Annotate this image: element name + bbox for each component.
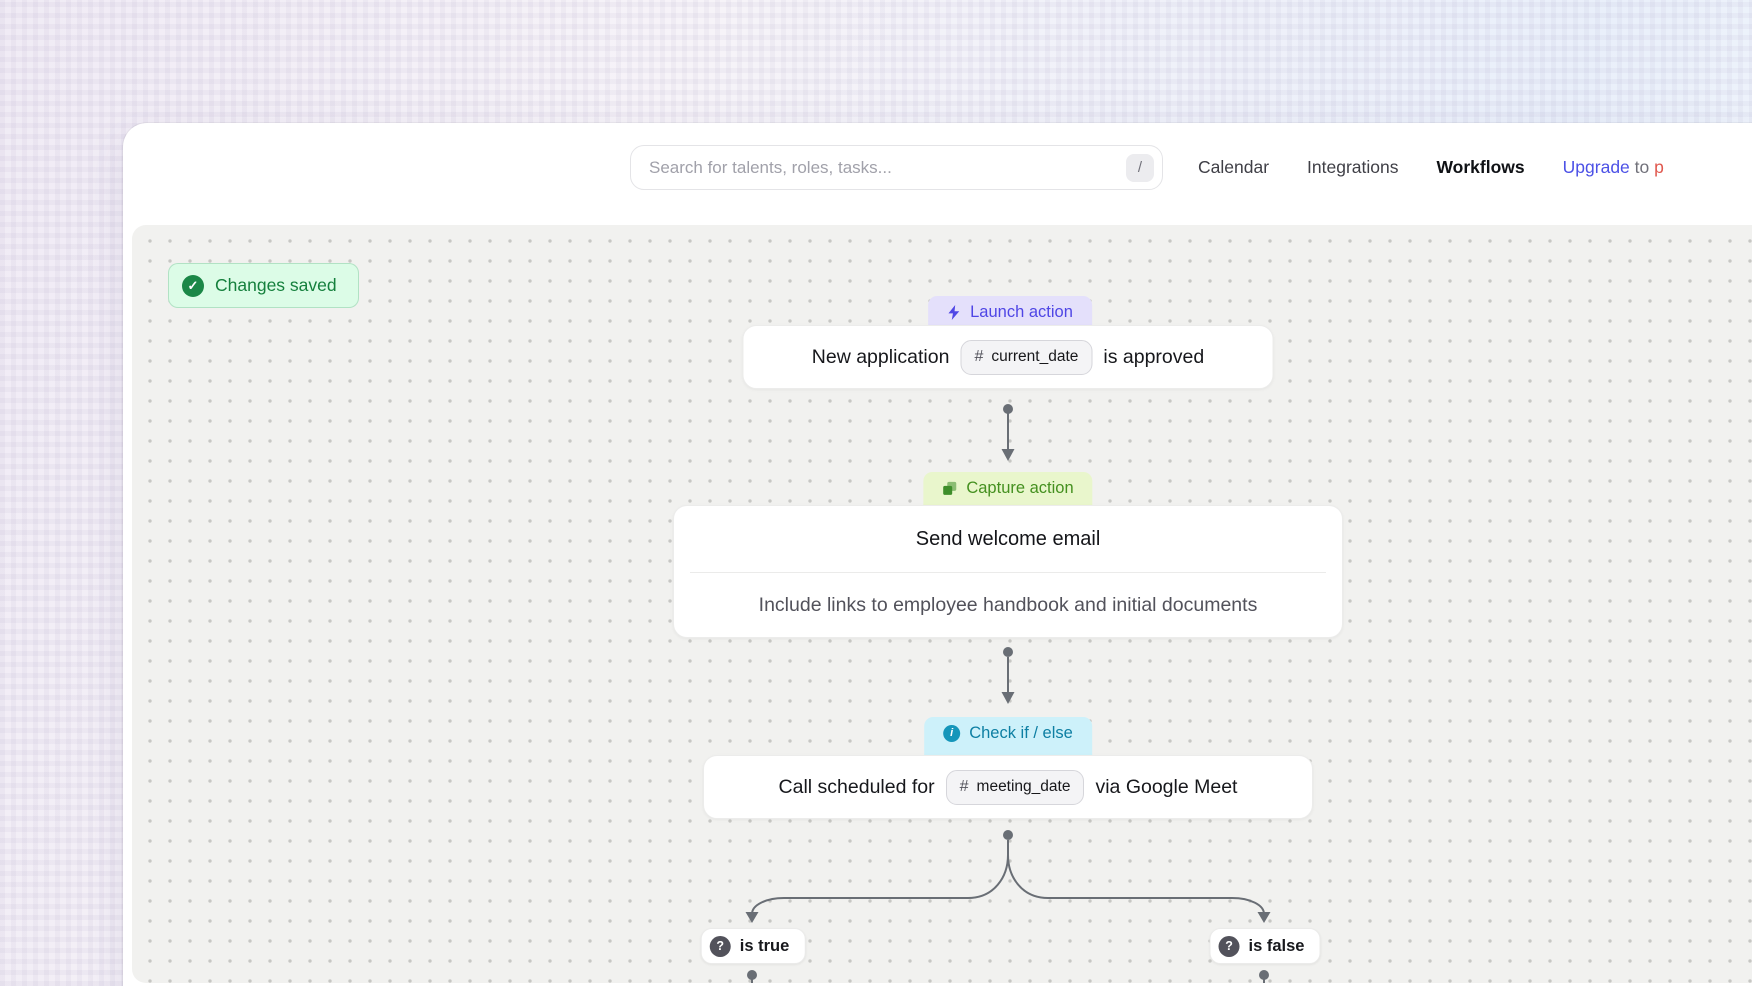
lightning-icon (948, 304, 960, 320)
variable-name: meeting_date (976, 778, 1071, 795)
status-label: Changes saved (215, 275, 337, 295)
branch-is-true-label: is true (739, 936, 790, 955)
upgrade-link[interactable]: Upgrade to p (1563, 157, 1664, 178)
node-check-text-after: via Google Meet (1095, 775, 1238, 798)
node-launch-text-before: New application (811, 345, 950, 368)
info-icon: i (943, 724, 961, 742)
check-if-else-label: Check if / else (969, 723, 1073, 742)
launch-action-label: Launch action (970, 302, 1073, 321)
upgrade-link-text[interactable]: Upgrade (1562, 157, 1630, 177)
check-if-else-badge: i Check if / else (924, 717, 1092, 757)
node-capture-title: Send welcome email (915, 527, 1101, 550)
branch-is-false-label: is false (1248, 936, 1305, 955)
top-navigation: Calendar Integrations Workflows Upgrade … (1198, 145, 1664, 190)
node-capture-subtitle: Include links to employee handbook and i… (758, 593, 1258, 616)
workflow-connectors (745, 404, 1271, 983)
check-circle-icon: ✓ (182, 274, 204, 297)
node-check-text-before: Call scheduled for (778, 775, 935, 798)
branch-is-true-badge[interactable]: ? is true (700, 928, 806, 964)
nav-item-workflows[interactable]: Workflows (1436, 157, 1525, 177)
node-launch-text-after: is approved (1103, 345, 1205, 368)
node-capture-action[interactable]: Send welcome email Include links to empl… (673, 505, 1343, 638)
question-icon: ? (1218, 935, 1240, 957)
variable-chip-meeting-date[interactable]: # meeting_date (945, 769, 1085, 805)
question-icon: ? (709, 935, 731, 957)
capture-action-label: Capture action (966, 478, 1074, 497)
upgrade-plan-text[interactable]: p (1654, 157, 1664, 177)
variable-chip-current-date[interactable]: # current_date (960, 339, 1093, 375)
status-badge: ✓ Changes saved (168, 263, 359, 308)
node-check-if-else[interactable]: Call scheduled for # meeting_date via Go… (703, 755, 1313, 819)
nav-item-integrations[interactable]: Integrations (1307, 157, 1399, 177)
hash-icon: # (974, 348, 984, 365)
nav-item-calendar[interactable]: Calendar (1198, 157, 1270, 177)
branch-is-false-badge[interactable]: ? is false (1209, 928, 1321, 964)
hash-icon: # (959, 778, 969, 795)
search-bar[interactable]: / (630, 145, 1163, 190)
slash-shortcut-key: / (1126, 153, 1154, 182)
node-divider (690, 572, 1326, 573)
search-input[interactable] (649, 157, 1126, 178)
node-launch-action[interactable]: New application # current_date is approv… (742, 325, 1274, 389)
variable-name: current_date (991, 348, 1079, 365)
app-window: / Calendar Integrations Workflows Upgrad… (123, 123, 1752, 986)
workflow-canvas[interactable]: ✓ Changes saved Launch action New applic… (132, 225, 1752, 983)
capture-icon (943, 481, 957, 495)
upgrade-middle-text: to (1634, 157, 1650, 177)
